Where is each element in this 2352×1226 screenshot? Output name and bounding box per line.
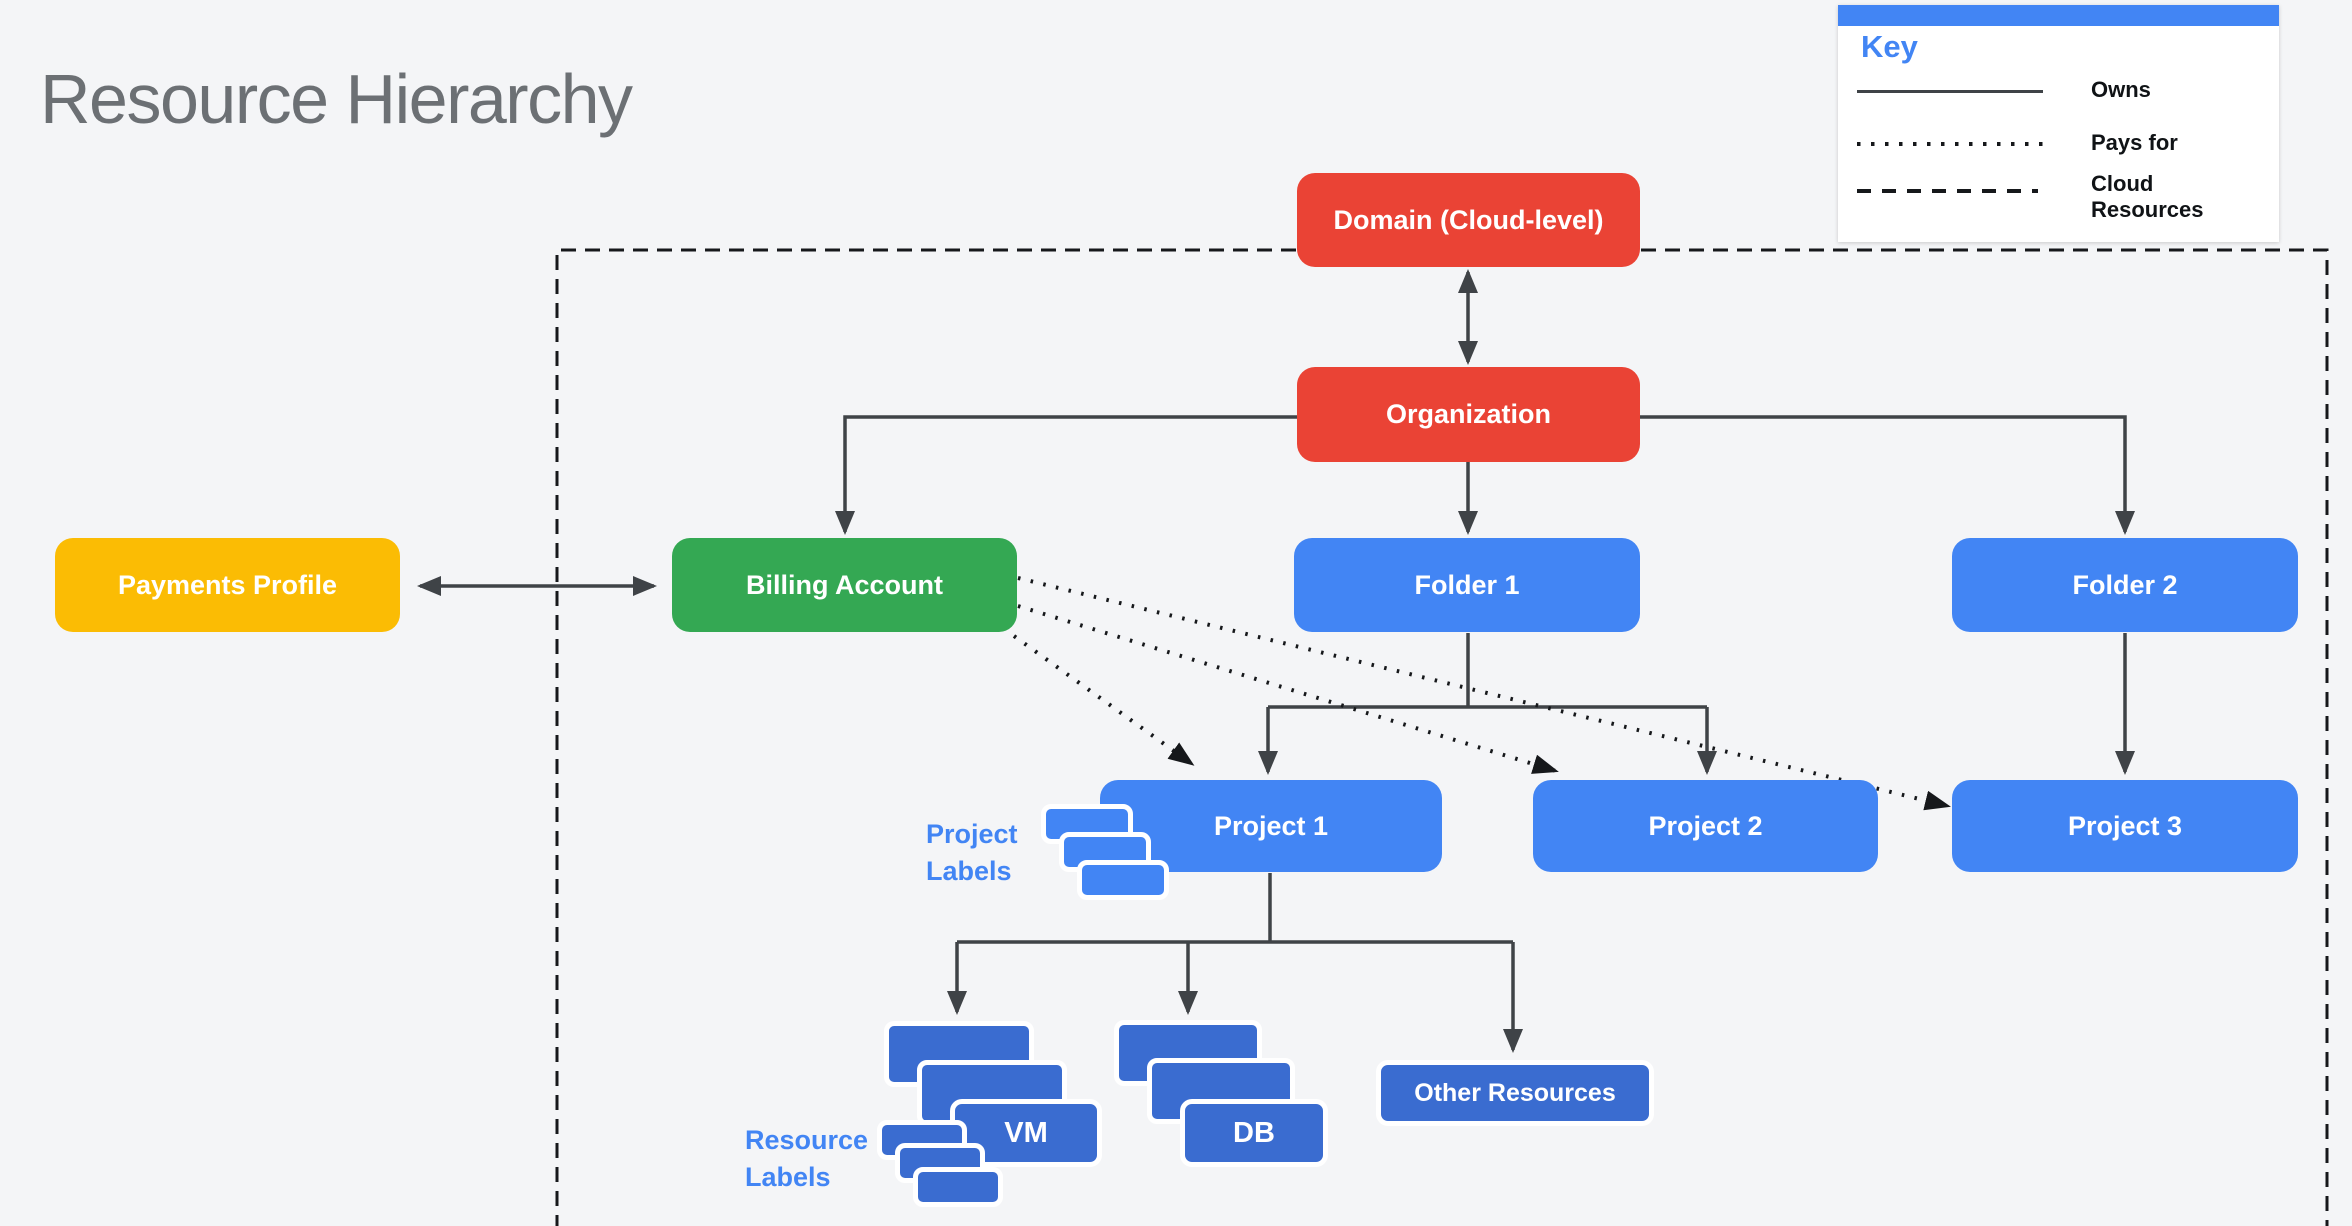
project-labels-line2: Labels [926,856,1012,886]
resource-labels-annotation: Resource Labels [745,1122,868,1196]
edge-billing-project2 [1017,604,1559,774]
db-node: DB [1180,1099,1328,1167]
legend-pays-for-line-sample [1857,142,2043,146]
resource-labels-line2: Labels [745,1162,831,1192]
legend-header-bar [1838,5,2279,26]
legend-cloud-resources-line-sample [1857,189,2038,193]
pays-for-edges [1012,576,1951,811]
legend-cloud-resources-label: Cloud Resources [2091,171,2204,222]
organization-node: Organization [1297,367,1640,462]
billing-account-node: Billing Account [672,538,1017,632]
edge-organization-billing [835,415,1297,535]
legend-pays-for-label: Pays for [2091,130,2178,155]
resource-labels-line1: Resource [745,1125,869,1155]
folder2-node: Folder 2 [1952,538,2298,632]
payments-profile-node: Payments Profile [55,538,400,632]
resource-label-chip [913,1167,1003,1207]
other-resources-node: Other Resources [1376,1060,1654,1126]
cloud-resources-boundary [555,248,2329,1226]
legend-owns-line-sample [1857,90,2043,93]
legend-heading: Key [1861,29,1918,64]
project-labels-annotation: Project Labels [926,816,1018,890]
project-labels-line1: Project [926,819,1018,849]
edge-billing-project1 [1012,634,1195,766]
project2-node: Project 2 [1533,780,1878,872]
owns-edges [417,269,2135,1053]
project-label-chip [1077,860,1169,900]
legend-owns-label: Owns [2091,77,2151,102]
domain-node: Domain (Cloud-level) [1297,173,1640,267]
edge-organization-folder2 [1640,415,2135,535]
folder1-node: Folder 1 [1294,538,1640,632]
legend-panel: Key Owns Pays for Cloud Resources [1838,5,2279,242]
project3-node: Project 3 [1952,780,2298,872]
project1-node: Project 1 [1100,780,1442,872]
page-title: Resource Hierarchy [40,60,633,138]
